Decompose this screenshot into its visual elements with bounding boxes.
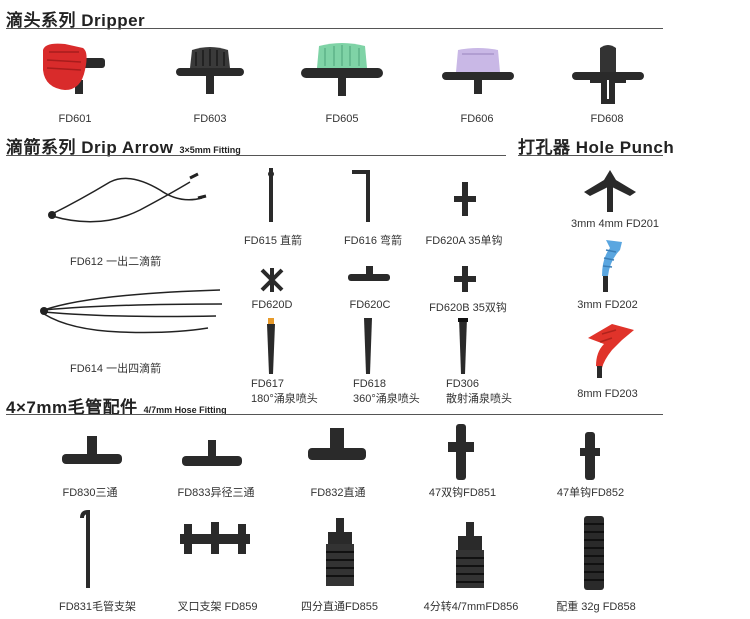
fd833-label: FD833异径三通: [177, 487, 255, 499]
fd601-label: FD601: [58, 113, 92, 125]
fd605-label: FD605: [325, 113, 359, 125]
fd831-label: FD831毛管支架: [58, 601, 137, 613]
fd620d-cross-image: [258, 266, 286, 294]
fd616-bent-arrow-image: [348, 168, 378, 226]
fd618-sprayer-image: [360, 316, 376, 376]
fd603-label: FD603: [193, 113, 227, 125]
fd617-model-label: FD617: [251, 378, 285, 390]
fd856-label: 4分转4/7mmFD856: [423, 601, 519, 613]
fd620b-label: FD620B 35双钩: [429, 302, 507, 314]
fd306-model-label: FD306: [446, 378, 480, 390]
fd620c-label: FD620C: [349, 299, 391, 311]
fd202-hole-punch-image: [592, 236, 632, 296]
fd202-label: 3mm FD202: [577, 299, 638, 311]
hose-fitting-heading: 4×7mm毛管配件 4/7mm Hose Fitting: [6, 393, 227, 418]
drip-arrow-heading: 滴箭系列 Drip Arrow 3×5mm Fitting: [6, 133, 241, 158]
dripper-divider: [6, 28, 663, 29]
fd618-desc-label: 360°涌泉喷头: [353, 393, 420, 405]
drip-arrow-section-title: 滴箭系列 Drip Arrow: [6, 138, 174, 157]
drip-arrow-subtitle: 3×5mm Fitting: [179, 145, 241, 155]
dripper-section-title: 滴头系列 Dripper: [6, 11, 146, 30]
fd617-desc-label: 180°涌泉喷头: [251, 393, 318, 405]
fd617-sprayer-image: [263, 318, 279, 376]
hole-punch-divider: [518, 155, 663, 156]
fd832-straight-image: [306, 424, 368, 472]
fd830-tee-image: [60, 432, 124, 472]
fd620b-double-hook-image: [452, 264, 478, 294]
fd852-label: 47单钩FD852: [556, 487, 625, 499]
fd620d-label: FD620D: [251, 299, 293, 311]
fd615-label: FD615 直箭: [243, 235, 303, 247]
fd614-label: FD614 一出四滴箭: [70, 363, 162, 375]
fd605-dripper-image: [297, 38, 387, 102]
fd606-label: FD606: [460, 113, 494, 125]
fd203-hole-punch-image: [582, 320, 638, 380]
fd203-label: 8mm FD203: [577, 388, 638, 400]
fd201-hole-punch-image: [580, 166, 640, 214]
fd615-straight-arrow-image: [263, 166, 279, 226]
fd858-weight-image: [580, 514, 608, 592]
fd601-dripper-image: [35, 40, 115, 100]
hole-punch-section-title: 打孔器 Hole Punch: [518, 138, 675, 157]
fd858-label: 配重 32g FD858: [556, 601, 636, 613]
fd603-dripper-image: [170, 40, 250, 100]
fd851-double-hook-image: [444, 422, 478, 482]
fd620c-tee-image: [346, 264, 392, 288]
fd831-hose-stake-image: [78, 510, 98, 592]
fd620a-label: FD620A 35单钩: [425, 235, 503, 247]
fd620a-single-hook-image: [452, 180, 478, 220]
hose-fitting-section-title: 4×7mm毛管配件: [6, 398, 138, 417]
fd830-label: FD830三通: [62, 487, 118, 499]
fd612-label: FD612 一出二滴箭: [70, 256, 162, 268]
fd851-label: 47双钩FD851: [428, 487, 497, 499]
fd306-sprayer-image: [455, 316, 471, 376]
fd612-drip-arrow-image: [40, 170, 210, 250]
fd855-label: 四分直通FD855: [300, 601, 379, 613]
fd832-label: FD832直通: [310, 487, 366, 499]
hose-fitting-subtitle: 4/7mm Hose Fitting: [143, 405, 227, 415]
drip-arrow-divider: [6, 155, 506, 156]
fd852-single-hook-image: [576, 430, 604, 482]
fd856-adapter-image: [448, 520, 492, 592]
fd859-label: 叉口支架 FD859: [177, 601, 258, 613]
fd608-dripper-image: [568, 40, 648, 104]
fd306-desc-label: 散射涌泉喷头: [446, 393, 512, 405]
fd618-model-label: FD618: [353, 378, 387, 390]
fd614-drip-arrow-image: [30, 280, 230, 350]
fd608-label: FD608: [590, 113, 624, 125]
fd606-dripper-image: [438, 40, 518, 100]
hose-fitting-divider: [6, 414, 663, 415]
fd855-straight-connector-image: [318, 516, 362, 590]
fd859-fork-holder-image: [178, 520, 252, 556]
fd833-reducing-tee-image: [180, 434, 244, 474]
fd201-label: 3mm 4mm FD201: [570, 218, 660, 230]
fd616-label: FD616 弯箭: [343, 235, 403, 247]
